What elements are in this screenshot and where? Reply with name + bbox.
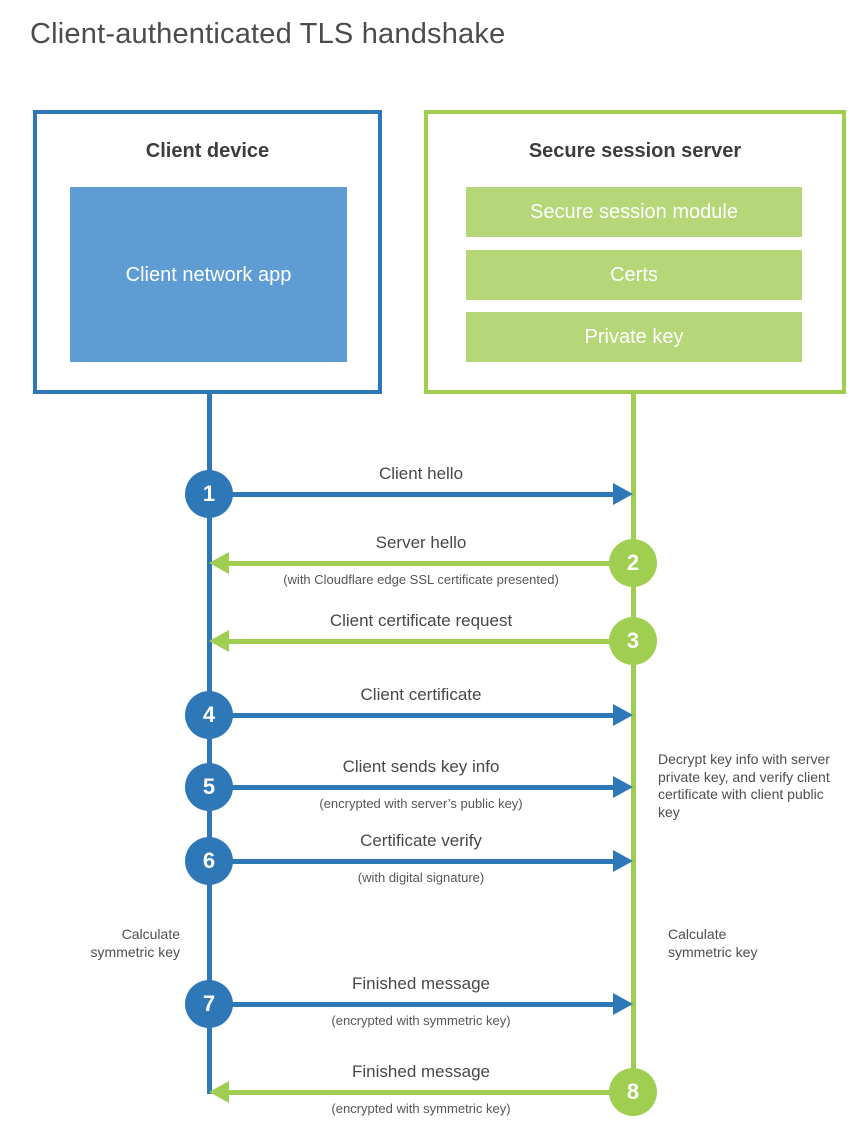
step-sublabel: (encrypted with symmetric key) xyxy=(331,1013,511,1028)
server-module-certs: Certs xyxy=(466,250,802,300)
arrow-line xyxy=(229,639,633,644)
client-device-box: Client device Client network app xyxy=(33,110,382,394)
arrow-right-icon xyxy=(613,483,633,505)
step-number-badge: 1 xyxy=(185,470,233,518)
arrow-line xyxy=(211,1002,613,1007)
client-device-title: Client device xyxy=(145,140,270,162)
arrow-line xyxy=(211,859,613,864)
secure-session-server-title: Secure session server xyxy=(528,140,742,162)
arrow-left-icon xyxy=(209,630,229,652)
client-network-app-label: Client network app xyxy=(125,263,292,286)
note-decrypt-key-info: Decrypt key info with server private key… xyxy=(658,751,830,820)
step-label: Client certificate xyxy=(360,685,482,704)
step-number-badge: 7 xyxy=(185,980,233,1028)
step-label: Certificate verify xyxy=(360,831,482,850)
arrow-left-icon xyxy=(209,552,229,574)
secure-session-server-box: Secure session server Secure session mod… xyxy=(424,110,846,394)
arrow-line xyxy=(229,1090,633,1095)
step-number-badge: 6 xyxy=(185,837,233,885)
step-sublabel: (encrypted with symmetric key) xyxy=(331,1101,511,1116)
step-number-badge: 3 xyxy=(609,617,657,665)
arrow-right-icon xyxy=(613,776,633,798)
client-lifeline xyxy=(207,394,212,1094)
step-label: Client hello xyxy=(378,464,464,483)
step-number-badge: 4 xyxy=(185,691,233,739)
step-label: Finished message xyxy=(352,1062,490,1081)
server-module-private-key: Private key xyxy=(466,312,802,362)
note-calculate-symmetric-key-client: Calculate symmetric key xyxy=(90,926,180,960)
step-number-badge: 5 xyxy=(185,763,233,811)
step-sublabel: (with digital signature) xyxy=(357,870,485,885)
server-lifeline xyxy=(631,394,636,1092)
server-module-secure-session: Secure session module xyxy=(466,187,802,237)
step-sublabel: (with Cloudflare edge SSL certificate pr… xyxy=(283,572,559,587)
arrow-line xyxy=(229,561,633,566)
step-label: Client certificate request xyxy=(329,611,513,630)
step-label: Client sends key info xyxy=(342,757,500,776)
arrow-right-icon xyxy=(613,704,633,726)
arrow-left-icon xyxy=(209,1081,229,1103)
step-number-badge: 8 xyxy=(609,1068,657,1116)
arrow-line xyxy=(211,492,613,497)
client-network-app-box: Client network app xyxy=(70,187,347,362)
note-calculate-symmetric-key-server: Calculate symmetric key xyxy=(668,926,758,960)
step-number-badge: 2 xyxy=(609,539,657,587)
arrow-line xyxy=(211,713,613,718)
page-title: Client-authenticated TLS handshake xyxy=(30,18,506,50)
step-sublabel: (encrypted with server’s public key) xyxy=(319,796,523,811)
step-label: Server hello xyxy=(375,533,467,552)
step-label: Finished message xyxy=(352,974,490,993)
arrow-line xyxy=(211,785,613,790)
arrow-right-icon xyxy=(613,850,633,872)
arrow-right-icon xyxy=(613,993,633,1015)
